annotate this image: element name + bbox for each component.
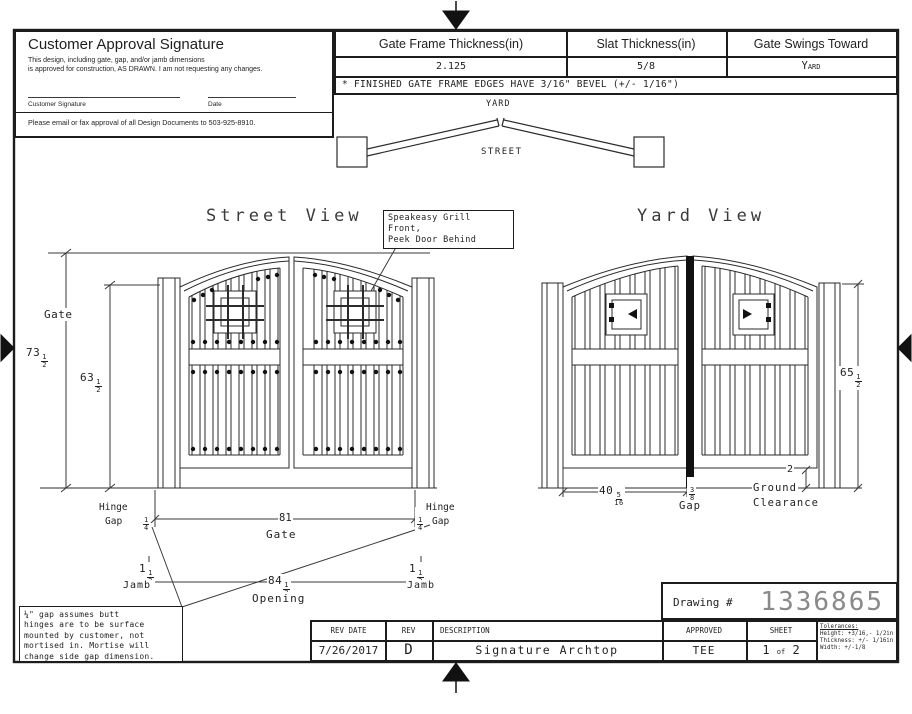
tolerances-cell: Tolerances: Height: +3/16,- 1/2in Thickn…	[816, 622, 896, 660]
approved-value: TEE	[692, 644, 716, 657]
bevel-note: * FINISHED GATE FRAME EDGES HAVE 3/16" B…	[342, 79, 680, 90]
tolerance-height: Height: +3/16,- 1/2in	[820, 631, 894, 637]
hinge-note-box: ¼" gap assumes butt hinges are to be sur…	[19, 606, 183, 662]
clavos-dots	[190, 272, 403, 452]
tolerance-thickness: Thickness: +/- 1/16in	[820, 638, 894, 644]
jamb-left-label: Jamb	[122, 580, 153, 591]
sheet-value: 1 of 2	[762, 643, 800, 657]
gate-width-label: Gate	[265, 528, 298, 541]
drawing-number-value: 1336865	[760, 587, 884, 617]
spec-value-swing: Yard	[801, 60, 821, 72]
callout-line2: Peek Door Behind	[388, 235, 477, 245]
yard-gap-label: Gap	[678, 500, 702, 512]
rev-value: D	[404, 642, 413, 658]
dimension-lines	[48, 236, 864, 608]
description-value: Signature Archtop	[475, 643, 619, 657]
swing-yard-label: YARD	[486, 99, 511, 109]
ground-clearance-label2: Clearance	[752, 497, 820, 509]
approval-line1: This design, including gate, gap, and/or…	[28, 57, 205, 64]
right-arrow-icon	[897, 333, 912, 363]
gate-width-dim: 81	[278, 512, 293, 524]
note-line: ¼" gap assumes butt	[24, 610, 120, 619]
spec-header-slat-thickness: Slat Thickness(in)	[596, 37, 696, 51]
speakeasy-grill-left	[206, 285, 264, 339]
drawing-number-box: Drawing # 1336865	[661, 582, 898, 620]
peek-door-left	[605, 293, 648, 336]
jamb-right-label: Jamb	[406, 580, 437, 591]
spec-table: Gate Frame Thickness(in) Slat Thickness(…	[334, 30, 898, 95]
gate-height-label: Gate	[43, 308, 74, 321]
sheet-header: SHEET	[769, 626, 793, 635]
approval-divider	[16, 112, 332, 114]
swing-street-label: STREET	[481, 147, 523, 157]
hinge-gap-right-line1: Hinge	[425, 502, 456, 513]
hinge-gap-left-line1: Hinge	[98, 502, 129, 513]
peek-door-right	[732, 293, 775, 336]
note-line: mounted by customer, not	[24, 630, 145, 640]
date-label: Date	[208, 101, 222, 108]
spec-value-slat-thickness: 5/8	[636, 61, 656, 72]
street-view-title: Street View	[206, 206, 363, 226]
left-arrow-icon	[0, 333, 15, 363]
ground-clearance-dim: 2	[786, 464, 795, 475]
customer-approval-box: Customer Approval Signature This design,…	[14, 30, 334, 138]
callout-line1: Speakeasy Grill Front,	[388, 213, 471, 234]
approval-line2: is approved for construction, AS DRAWN. …	[28, 66, 263, 73]
spec-header-frame-thickness: Gate Frame Thickness(in)	[378, 37, 524, 51]
spec-value-frame-thickness: 2.125	[435, 61, 467, 72]
top-arrow-icon	[442, 10, 470, 30]
approval-title: Customer Approval Signature	[28, 36, 224, 53]
speakeasy-grill-right	[326, 285, 384, 339]
rev-date-header: REV DATE	[330, 626, 367, 635]
note-line: change side gap dimension.	[24, 651, 155, 661]
rev-date-value: 7/26/2017	[318, 644, 379, 657]
customer-signature-line	[28, 84, 180, 98]
street-view-drawing	[40, 256, 437, 489]
approved-header: APPROVED	[685, 626, 723, 635]
tolerance-width: Width: +/-1/8	[820, 645, 866, 651]
customer-signature-label: Customer Signature	[28, 101, 86, 108]
ground-clearance-label1: Ground	[752, 482, 798, 494]
spec-header-swing: Gate Swings Toward	[753, 37, 869, 51]
tolerances-title: Tolerances:	[820, 624, 859, 630]
bottom-arrow-icon	[442, 662, 470, 682]
drawing-number-label: Drawing #	[673, 596, 733, 609]
yard-view-drawing	[538, 255, 862, 489]
note-line: hinges are to be surface	[24, 620, 145, 630]
description-header: DESCRIPTION	[440, 626, 490, 635]
rev-header: REV	[401, 626, 416, 635]
hinge-gap-left-line2: Gap	[104, 516, 124, 527]
swing-diagram	[336, 117, 665, 168]
date-line	[208, 84, 296, 98]
hinge-gap-right-line2: Gap	[431, 516, 451, 527]
opening-label: Opening	[251, 592, 307, 605]
speakeasy-callout: Speakeasy Grill Front, Peek Door Behind	[383, 210, 514, 249]
approval-footer: Please email or fax approval of all Desi…	[28, 118, 256, 127]
registration-arrows	[0, 1, 912, 693]
yard-view-title: Yard View	[637, 206, 766, 226]
title-block-row: REV DATE REV DESCRIPTION APPROVED SHEET …	[310, 620, 898, 662]
note-line: mortised in. Mortise will	[24, 641, 150, 651]
